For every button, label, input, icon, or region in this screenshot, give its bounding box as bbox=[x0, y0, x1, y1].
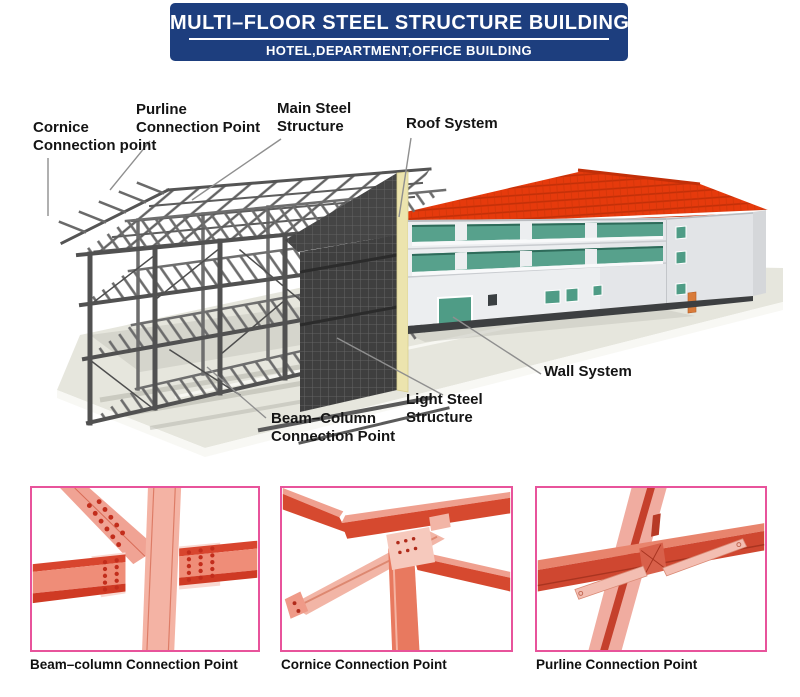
label-cornice-connection-point: Cornice Connection point bbox=[33, 119, 157, 154]
leader-light-steel bbox=[336, 337, 444, 396]
building-diagram bbox=[47, 137, 783, 457]
beam-column-joint-image bbox=[32, 488, 258, 650]
page-subtitle: HOTEL,DEPARTMENT,OFFICE BUILDING bbox=[265, 43, 533, 58]
leader-beam-column bbox=[206, 366, 267, 419]
label-roof-system: Roof System bbox=[406, 115, 498, 132]
light-steel-structure bbox=[285, 173, 398, 412]
caption-beam-column: Beam–column Connection Point bbox=[30, 657, 238, 672]
leader-roof bbox=[398, 137, 412, 218]
caption-purline: Purline Connection Point bbox=[536, 657, 698, 672]
page-title: MULTI–FLOOR STEEL STRUCTURE BUILDING bbox=[170, 12, 630, 34]
leader-wall bbox=[452, 316, 542, 375]
label-beam-column-connection-point: Beam–Column Connection Point bbox=[271, 410, 396, 445]
leader-lines bbox=[47, 137, 542, 419]
purline-joint-image bbox=[537, 488, 765, 650]
label-purline-connection-point: Purline Connection Point bbox=[136, 101, 261, 136]
label-light-steel-structure: Light Steel Structure bbox=[406, 391, 483, 426]
panel-cornice-detail bbox=[280, 486, 513, 652]
insulation-strip bbox=[396, 171, 409, 393]
leader-purline bbox=[109, 140, 151, 191]
title-divider bbox=[189, 38, 609, 40]
leader-main-steel bbox=[191, 138, 282, 201]
wall-system bbox=[407, 210, 766, 334]
panel-beam-column-detail bbox=[30, 486, 260, 652]
cornice-joint-image bbox=[282, 488, 511, 650]
label-main-steel-structure: Main Steel Structure bbox=[277, 100, 352, 135]
header-banner: MULTI–FLOOR STEEL STRUCTURE BUILDING HOT… bbox=[170, 3, 630, 61]
panel-purline-detail bbox=[535, 486, 767, 652]
label-wall-system: Wall System bbox=[544, 363, 632, 380]
caption-cornice: Cornice Connection Point bbox=[281, 657, 447, 672]
